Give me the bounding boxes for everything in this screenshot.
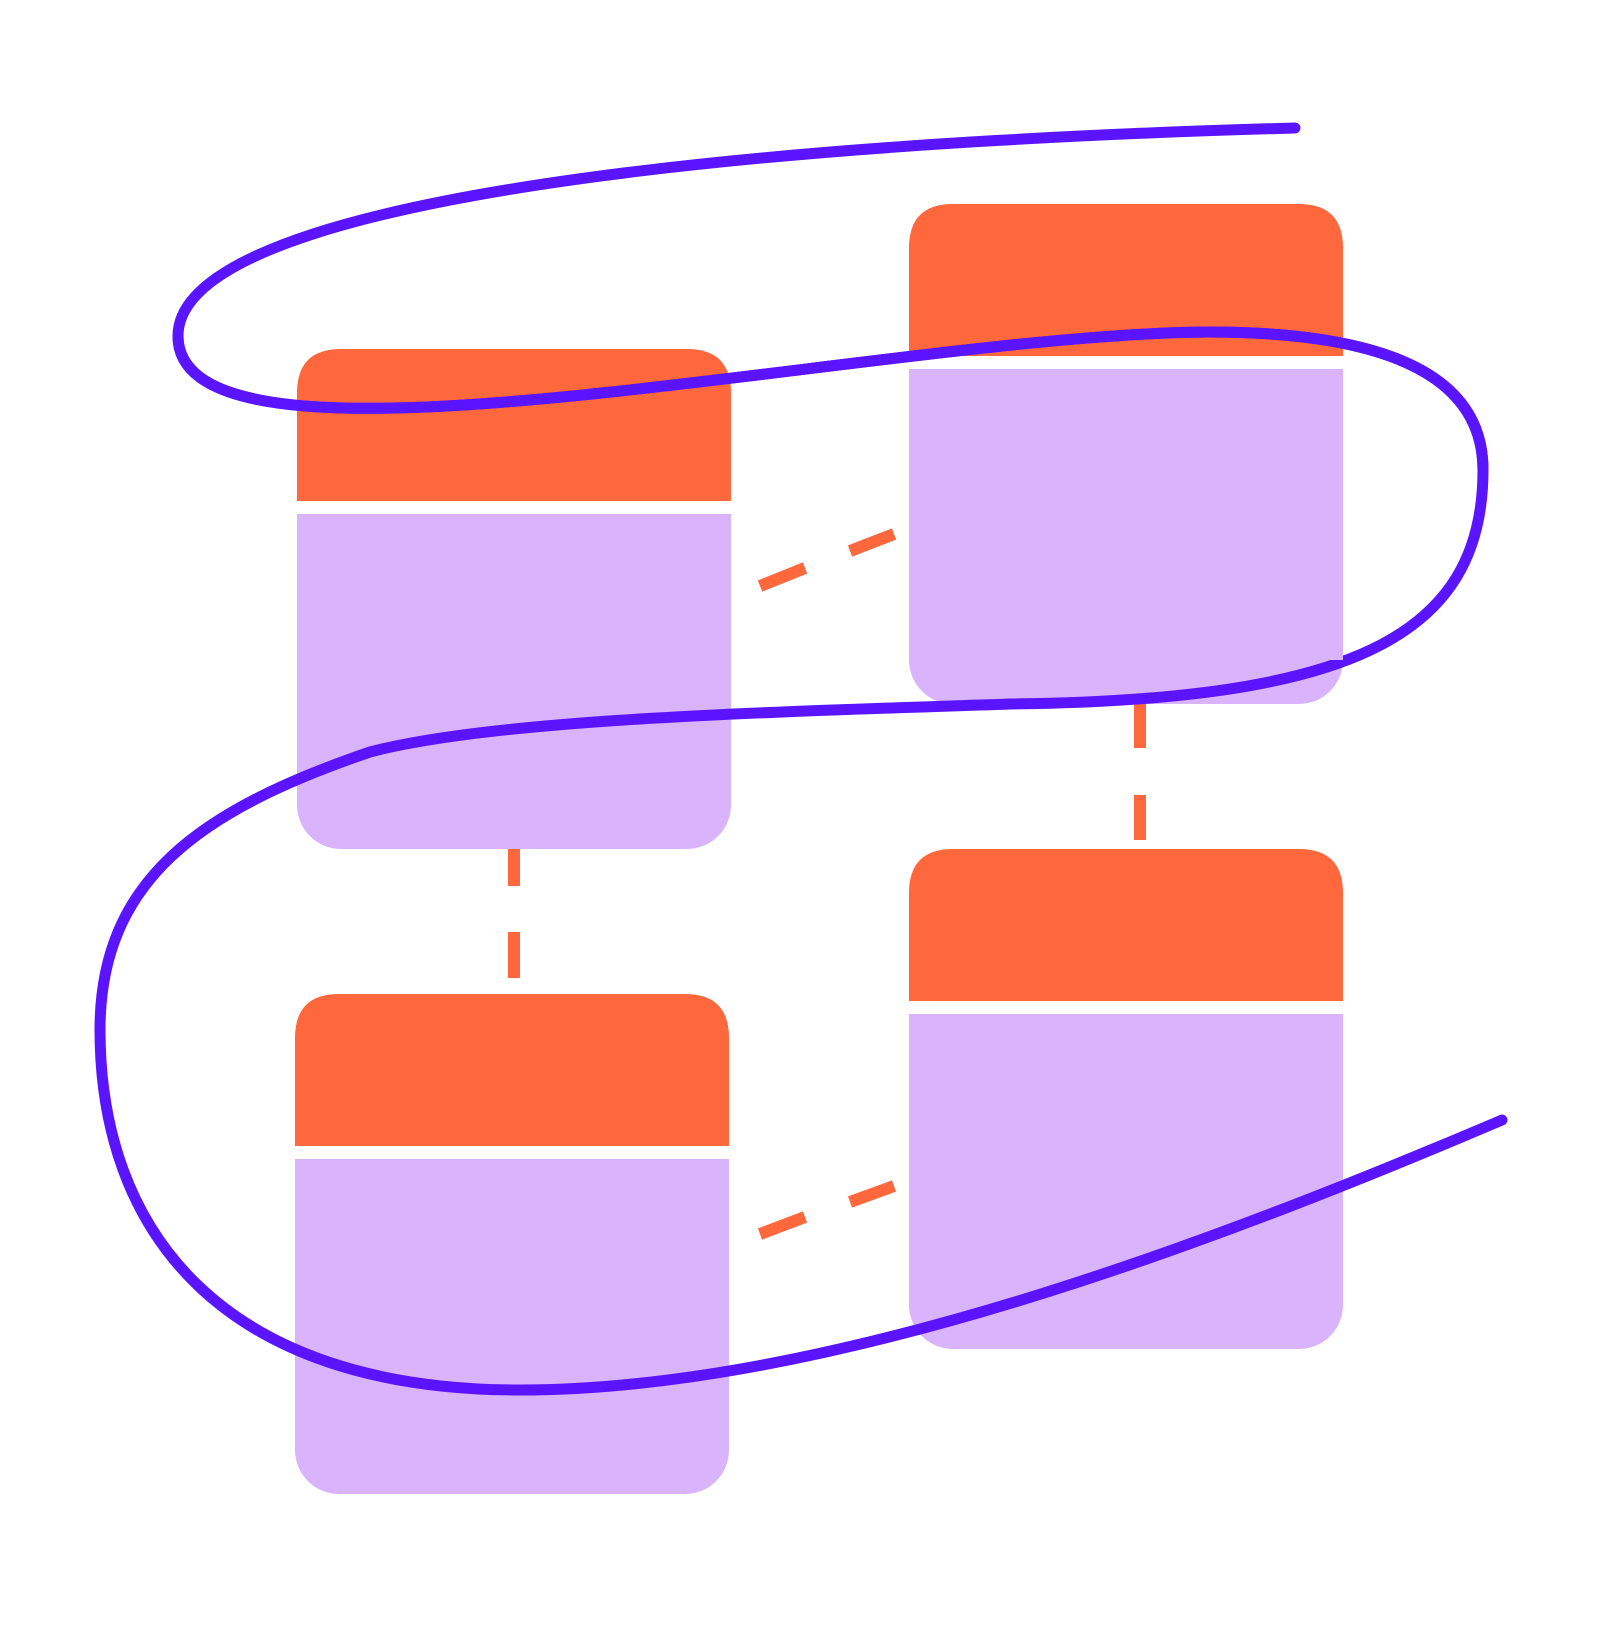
card-bottom-right [909,849,1343,1349]
card-bottom-left-divider [295,1146,729,1159]
connector-top-left-to-top-right [757,528,897,592]
card-top-right-body-overlap [909,369,1343,660]
connector-bottom-left-to-bottom-right-dash-1 [757,1211,808,1240]
card-top-left-divider [297,501,731,514]
card-top-left-header [297,349,731,501]
curve-layer [94,122,1508,1396]
card-bottom-left [295,994,729,1494]
card-top-left [297,349,731,849]
card-bottom-right-divider [909,1001,1343,1014]
connector-top-left-to-top-right-dash-1 [757,562,808,592]
connectors-layer [508,528,1146,1240]
connector-bottom-left-to-bottom-right [757,1180,897,1240]
connector-bottom-left-to-bottom-right-dash-2 [847,1180,897,1208]
card-top-right-divider [909,356,1343,369]
scribble-curve-front-segment [172,326,1489,476]
card-top-right-header [909,204,1343,356]
card-top-right-overlap [172,326,1489,660]
connector-top-left-to-top-right-dash-2 [847,528,897,557]
card-bottom-right-header [909,849,1343,1001]
card-bottom-left-header [295,994,729,1146]
